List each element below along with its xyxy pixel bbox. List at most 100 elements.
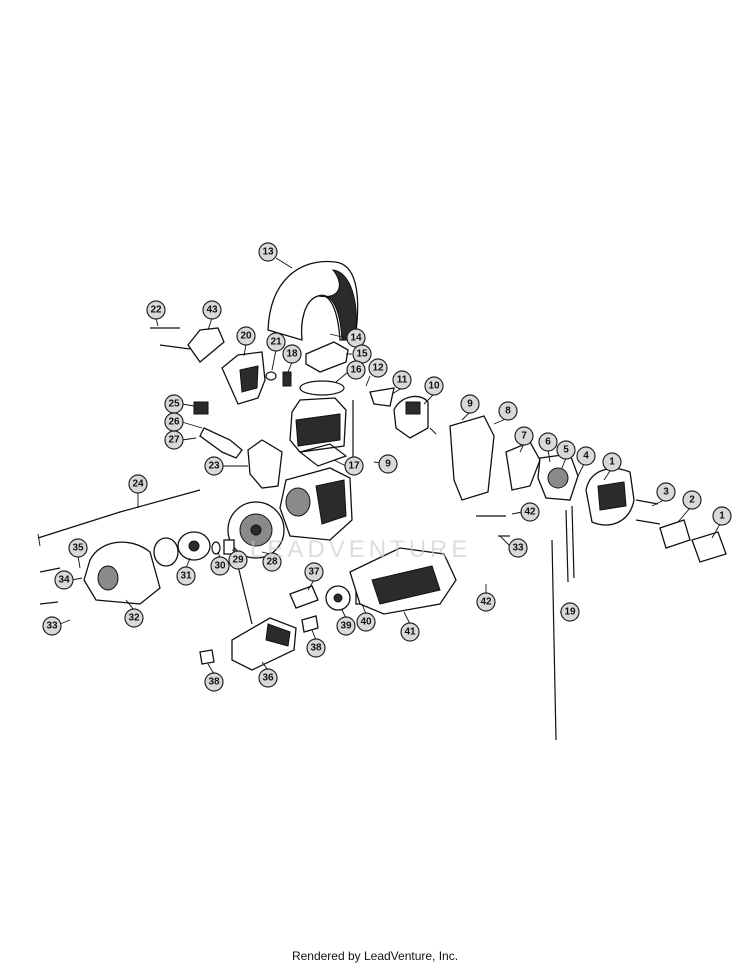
svg-text:41: 41 bbox=[404, 627, 416, 638]
callout-25: 25 bbox=[164, 394, 195, 414]
spark-plug-18 bbox=[282, 371, 292, 387]
bracket-38a bbox=[301, 615, 319, 633]
callout-8: 8 bbox=[493, 401, 518, 425]
svg-text:2: 2 bbox=[689, 495, 695, 506]
ignition-coil-23 bbox=[247, 439, 283, 489]
fuel-line-25 bbox=[193, 401, 209, 415]
shroud-43 bbox=[187, 327, 225, 363]
svg-text:13: 13 bbox=[262, 247, 274, 258]
callout-42a: 42 bbox=[511, 502, 540, 522]
clutch-housing-32 bbox=[83, 541, 161, 605]
callout-23: 23 bbox=[204, 456, 248, 476]
cover-1b bbox=[691, 531, 727, 563]
clutch-drum bbox=[153, 537, 179, 567]
bracket-11 bbox=[369, 387, 395, 407]
svg-text:31: 31 bbox=[180, 571, 192, 582]
fuel-tank-36 bbox=[231, 617, 297, 671]
callout-12: 12 bbox=[365, 358, 388, 387]
callout-9c: 9 bbox=[429, 427, 437, 435]
callout-19: 19 bbox=[560, 602, 580, 622]
ring-21 bbox=[265, 371, 277, 381]
callout-6: 6 bbox=[538, 432, 558, 463]
callout-43: 43 bbox=[202, 300, 222, 331]
callout-41: 41 bbox=[400, 611, 420, 642]
flywheel-28 bbox=[227, 501, 285, 559]
svg-text:35: 35 bbox=[72, 543, 84, 554]
svg-text:1: 1 bbox=[719, 511, 725, 522]
svg-text:14: 14 bbox=[350, 333, 362, 344]
spacer-30 bbox=[223, 539, 235, 555]
callout-31: 31 bbox=[176, 557, 196, 586]
cylinder-head-15 bbox=[305, 341, 349, 373]
plate-7 bbox=[505, 441, 541, 491]
svg-text:16: 16 bbox=[350, 365, 362, 376]
bracket-38b bbox=[199, 649, 215, 665]
svg-text:43: 43 bbox=[206, 305, 218, 316]
callout-36: 36 bbox=[258, 661, 278, 688]
crankcase-cover-41 bbox=[349, 547, 457, 615]
callout-39: 39 bbox=[336, 609, 356, 636]
svg-text:1: 1 bbox=[609, 457, 615, 468]
callout-33b: 33 bbox=[42, 616, 71, 636]
recoil-39 bbox=[325, 585, 351, 611]
callout-10: 10 bbox=[423, 376, 444, 405]
svg-text:33: 33 bbox=[46, 621, 58, 632]
svg-text:3: 3 bbox=[663, 487, 669, 498]
callout-20: 20 bbox=[236, 326, 256, 357]
callout-34: 34 bbox=[54, 570, 83, 590]
footer-credit: Rendered by LeadVenture, Inc. bbox=[291, 949, 459, 963]
callout-9b: 9 bbox=[373, 454, 398, 474]
callout-29: 29 bbox=[228, 549, 248, 570]
svg-text:5: 5 bbox=[563, 445, 569, 456]
svg-text:9: 9 bbox=[385, 459, 391, 470]
starter-pulley-31 bbox=[177, 531, 211, 561]
callout-21: 21 bbox=[266, 332, 286, 371]
svg-text:30: 30 bbox=[214, 561, 226, 572]
screws-22 bbox=[150, 327, 191, 350]
svg-text:39: 39 bbox=[340, 621, 352, 632]
svg-text:34: 34 bbox=[58, 575, 70, 586]
callout-40: 40 bbox=[356, 603, 376, 632]
gasket-16 bbox=[299, 380, 345, 396]
svg-text:42: 42 bbox=[524, 507, 536, 518]
callout-26: 26 bbox=[164, 412, 203, 432]
svg-text:4: 4 bbox=[583, 451, 589, 462]
callout-42b: 42 bbox=[476, 584, 496, 612]
svg-text:18: 18 bbox=[286, 349, 298, 360]
callout-22: 22 bbox=[146, 300, 166, 327]
svg-text:11: 11 bbox=[397, 375, 408, 386]
callout-9a: 9 bbox=[460, 394, 480, 421]
callout-30: 30 bbox=[210, 551, 230, 576]
svg-text:25: 25 bbox=[168, 399, 180, 410]
watermark: LEADVENTURE bbox=[250, 536, 472, 563]
intake-10 bbox=[393, 395, 429, 439]
svg-text:9: 9 bbox=[467, 399, 473, 410]
svg-text:8: 8 bbox=[505, 406, 511, 417]
callout-7: 7 bbox=[514, 426, 534, 453]
cable-19 bbox=[551, 505, 575, 741]
filter-2 bbox=[659, 519, 691, 549]
callout-3: 3 bbox=[651, 482, 676, 507]
svg-text:21: 21 bbox=[270, 337, 282, 348]
callout-13: 13 bbox=[258, 242, 293, 269]
callout-38a: 38 bbox=[306, 629, 326, 658]
engine-cover-13 bbox=[267, 260, 359, 341]
callout-16: 16 bbox=[335, 360, 366, 383]
svg-text:7: 7 bbox=[521, 431, 527, 442]
callout-35: 35 bbox=[68, 538, 88, 569]
svg-text:42: 42 bbox=[480, 597, 492, 608]
callout-37: 37 bbox=[304, 562, 324, 591]
gasket-8 bbox=[449, 415, 495, 501]
svg-text:32: 32 bbox=[128, 613, 140, 624]
svg-text:38: 38 bbox=[310, 643, 322, 654]
callout-4: 4 bbox=[576, 446, 596, 477]
svg-text:27: 27 bbox=[168, 435, 180, 446]
callout-38b: 38 bbox=[204, 663, 224, 692]
svg-text:40: 40 bbox=[360, 617, 372, 628]
svg-text:12: 12 bbox=[372, 363, 384, 374]
throttle-cable-24 bbox=[37, 489, 201, 547]
svg-text:24: 24 bbox=[132, 479, 144, 490]
callout-27: 27 bbox=[164, 430, 197, 450]
washer-29 bbox=[211, 541, 221, 555]
